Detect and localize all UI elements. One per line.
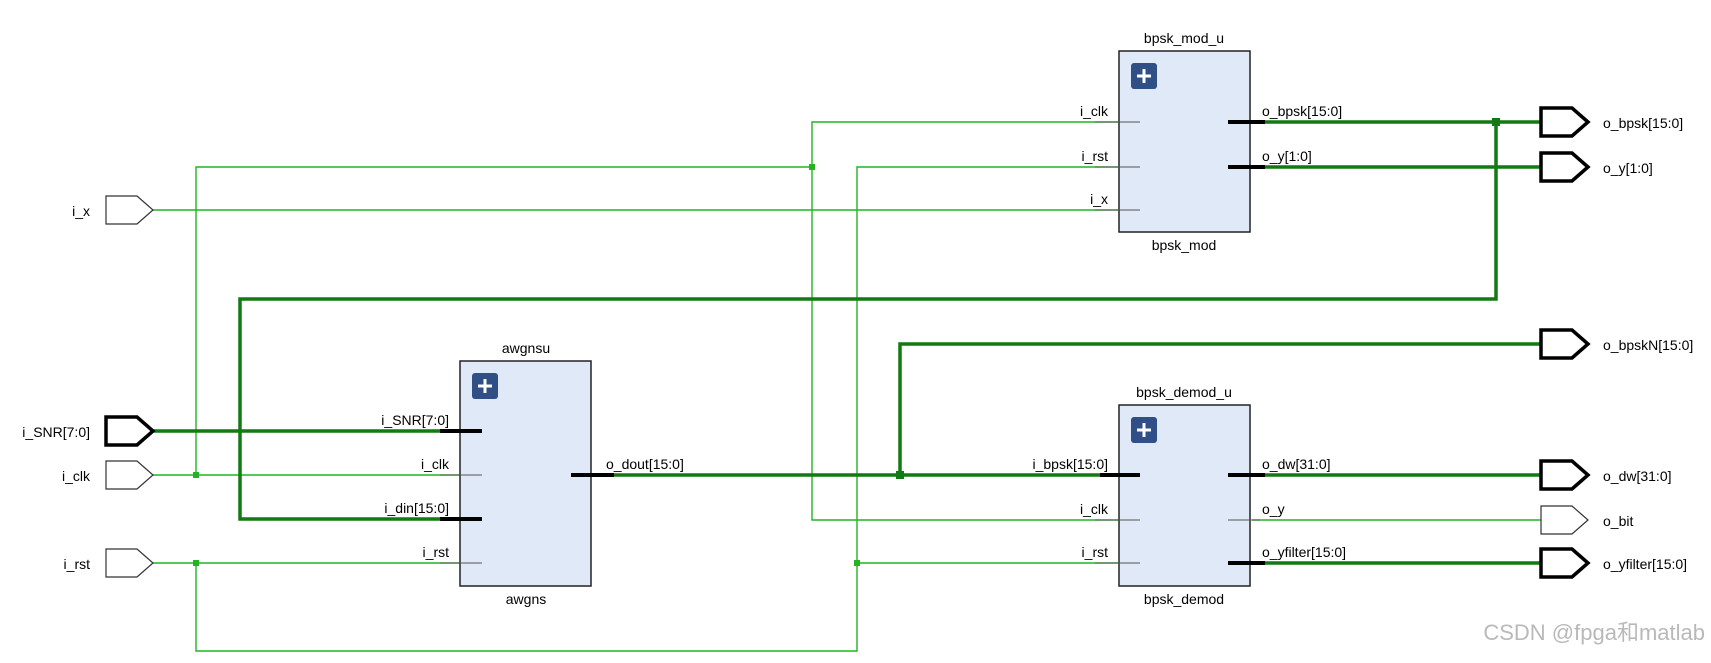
block-instance-name: bpsk_mod_u [1144,30,1224,46]
pin-label: o_bpsk[15:0] [1262,103,1342,119]
pin-label: i_bpsk[15:0] [1033,456,1109,472]
pin-label: i_clk [421,456,450,472]
wire-clk-to-mod [811,121,1140,167]
pin-label: i_rst [423,544,450,560]
pin-label: o_y [1262,501,1285,517]
junction-rst [193,560,199,566]
pin-label: i_rst [1082,544,1109,560]
block-instance-name: awgnsu [502,340,550,356]
watermark: CSDN @fpga和matlab [1483,620,1705,645]
block-awgns[interactable]: awgnsu awgns i_SNR[7:0] i_clk i_din[15:0… [381,340,684,607]
junction-rst-mid [854,560,860,566]
output-port-o-bpsk[interactable]: o_bpsk[15:0] [1539,106,1683,138]
block-bpsk-demod[interactable]: bpsk_demod_u bpsk_demod i_bpsk[15:0] i_c… [1033,384,1347,607]
wire-clk-to-demod [811,167,1140,521]
input-port-i-rst[interactable]: i_rst [64,548,154,578]
bus-o-bpskn-branch [898,342,1541,475]
block-instance-name: bpsk_demod_u [1136,384,1232,400]
port-label: o_bpsk[15:0] [1603,115,1683,131]
output-port-o-bit[interactable]: o_bit [1540,505,1633,535]
junction-dout [896,471,904,479]
pin-label: i_clk [1080,501,1109,517]
output-port-o-y[interactable]: o_y[1:0] [1539,151,1653,183]
plus-icon [1137,69,1151,83]
output-port-o-bpskn[interactable]: o_bpskN[15:0] [1539,328,1693,360]
expand-button[interactable] [1131,63,1157,89]
wire-i-rst-trunk [195,563,858,652]
plus-icon [1137,423,1151,437]
port-label: i_SNR[7:0] [22,424,90,440]
port-label: i_x [72,203,90,219]
wire-i-clk-trunk [195,166,812,475]
pin-label: i_rst [1082,148,1109,164]
output-port-o-yfilter[interactable]: o_yfilter[15:0] [1539,547,1687,579]
port-label: o_yfilter[15:0] [1603,556,1687,572]
pin-label: i_x [1090,191,1108,207]
block-module-name: awgns [506,591,546,607]
pin-label: o_y[1:0] [1262,148,1312,164]
pin-label: o_dw[31:0] [1262,456,1331,472]
port-label: o_y[1:0] [1603,160,1653,176]
port-label: o_bpskN[15:0] [1603,337,1693,353]
expand-button[interactable] [472,373,498,399]
pin-label: o_dout[15:0] [606,456,684,472]
plus-icon [478,379,492,393]
junction-bpsk [1492,118,1500,126]
input-port-i-x[interactable]: i_x [72,195,154,225]
block-module-name: bpsk_demod [1144,591,1224,607]
pin-label: i_clk [1080,103,1109,119]
block-module-name: bpsk_mod [1152,237,1217,253]
pin-label: o_yfilter[15:0] [1262,544,1346,560]
expand-button[interactable] [1131,417,1157,443]
port-label: i_clk [62,468,91,484]
port-label: o_dw[31:0] [1603,468,1672,484]
port-label: o_bit [1603,513,1633,529]
junction-clk-mid [809,164,815,170]
port-label: i_rst [64,556,91,572]
output-port-o-dw[interactable]: o_dw[31:0] [1539,459,1672,491]
bus-i-din-feedback [238,122,1498,521]
pin-label: i_din[15:0] [384,500,449,516]
wire-rst-to-mod [856,166,1140,563]
pin-label: i_SNR[7:0] [381,412,449,428]
input-port-i-clk[interactable]: i_clk [62,460,154,490]
block-bpsk-mod[interactable]: bpsk_mod_u bpsk_mod i_clk i_rst i_x o_bp… [1080,30,1342,253]
input-port-i-snr[interactable]: i_SNR[7:0] [22,415,156,447]
junction-clk [193,472,199,478]
